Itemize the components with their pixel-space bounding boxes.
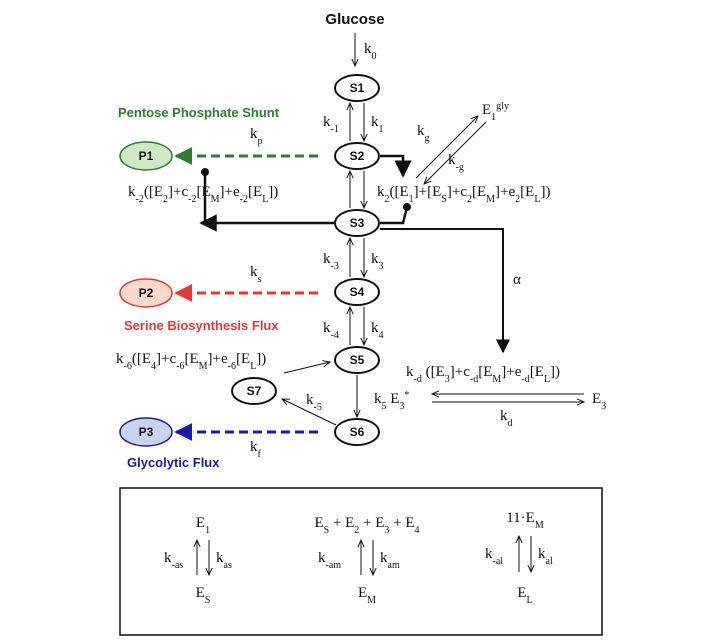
- rate-kg: kg: [417, 123, 430, 144]
- k2-expression: k2([E1]+[ES]+c2[EM]+e2[EL]): [377, 184, 550, 205]
- rate-km1: k-1: [323, 114, 339, 135]
- km2-expression: k-2([E2]+c-2[EM]+e-2[EL]): [128, 184, 278, 205]
- svg-text:P3: P3: [139, 425, 154, 439]
- rate-k1: k1: [371, 114, 384, 135]
- e1-gly-label: E1gly: [482, 101, 509, 123]
- rate-kmg: k-g: [448, 152, 464, 173]
- km6-expression: k-6([E4]+c-6[EM]+e-6[EL]): [116, 351, 266, 372]
- rate-alpha: α: [513, 272, 521, 288]
- rate-km5: k-5: [306, 392, 322, 413]
- svg-text:ES + E2 + E3 + E4: ES + E2 + E3 + E4: [314, 515, 419, 536]
- node-s2: S2: [334, 142, 380, 170]
- svg-text:11·EM: 11·EM: [506, 510, 544, 531]
- node-s5: S5: [334, 346, 380, 374]
- node-s3: S3: [334, 209, 380, 237]
- arrow-s6-s7: [282, 399, 337, 426]
- node-p1: P1: [119, 141, 173, 171]
- e3-label: E3: [592, 391, 606, 412]
- rate-km4: k-4: [323, 320, 339, 341]
- svg-text:S4: S4: [350, 285, 365, 299]
- rate-kf: kf: [250, 439, 262, 460]
- svg-text:S6: S6: [350, 425, 365, 439]
- rate-k0: k0: [364, 41, 377, 62]
- svg-text:S2: S2: [350, 149, 365, 163]
- svg-text:P2: P2: [139, 286, 154, 300]
- label-glycolytic-flux: Glycolytic Flux: [127, 455, 220, 470]
- svg-text:P1: P1: [139, 149, 154, 163]
- svg-text:S1: S1: [350, 81, 365, 95]
- arrow-gly-to-e1: [424, 121, 487, 184]
- arrow-k2-path: [380, 154, 412, 178]
- k2-regulator-dot: [403, 203, 411, 211]
- rate-ks: ks: [250, 264, 262, 285]
- rate-kd: kd: [500, 408, 513, 429]
- node-s7: S7: [231, 377, 277, 405]
- label-pentose-flux: Pentose Phosphate Shunt: [118, 105, 280, 120]
- equilibrium-es: E1 k-as kas ES: [164, 515, 232, 606]
- node-s1: S1: [334, 74, 380, 102]
- svg-text:S3: S3: [350, 216, 365, 230]
- node-s6: S6: [334, 418, 380, 446]
- rate-k3: k3: [371, 251, 384, 272]
- equilibrium-em: ES + E2 + E3 + E4 k-am kam EM: [314, 515, 419, 606]
- rate-kp: kp: [250, 126, 263, 147]
- kmd-expression: k-d ([E3]+c-d[EM]+e-d[EL]): [406, 364, 560, 385]
- rate-km3: k-3: [323, 251, 339, 272]
- k2-regulator-line: [380, 206, 409, 225]
- label-serine-flux: Serine Biosynthesis Flux: [124, 318, 279, 333]
- km2-regulator-dot: [201, 168, 209, 176]
- node-s4: S4: [334, 278, 380, 306]
- node-p3: P3: [119, 417, 173, 447]
- k5-e3star-label: k5 E3*: [374, 390, 409, 412]
- arrow-e1-to-gly: [415, 116, 478, 179]
- svg-text:S5: S5: [350, 353, 365, 367]
- arrow-alpha-path: [380, 228, 510, 354]
- node-p2: P2: [119, 278, 173, 308]
- svg-text:S7: S7: [247, 384, 262, 398]
- arrow-km6-s5: [283, 362, 330, 374]
- rate-k4: k4: [371, 320, 384, 341]
- glucose-label: Glucose: [325, 11, 384, 28]
